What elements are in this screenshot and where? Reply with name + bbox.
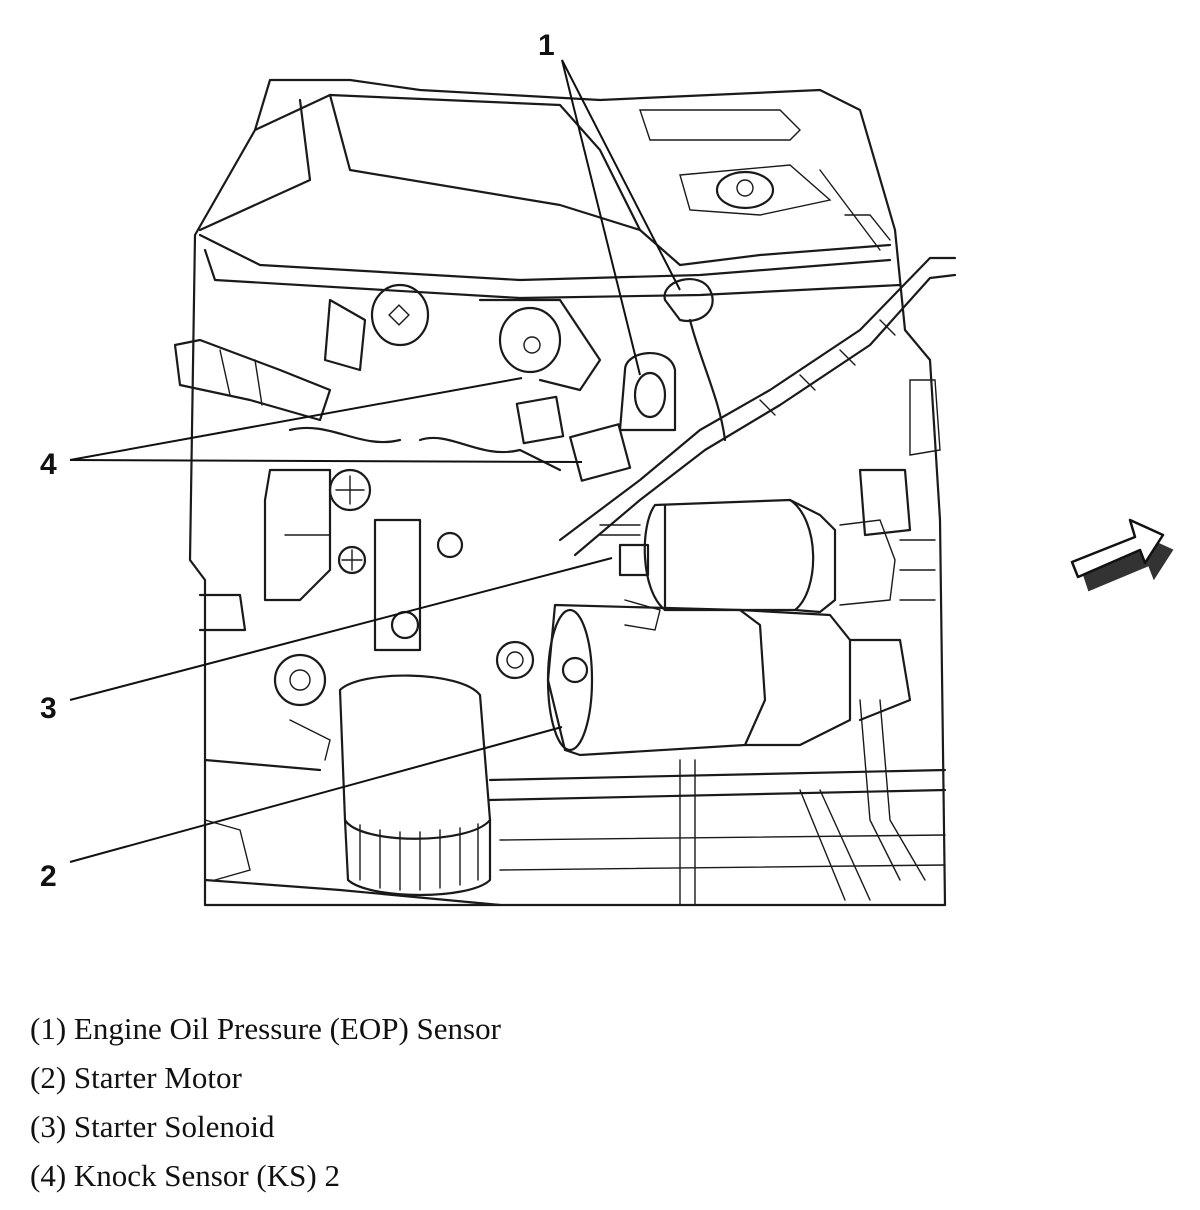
legend-item: (3) Starter Solenoid xyxy=(30,1109,275,1144)
leader-4-b xyxy=(69,459,583,463)
leader-4-a xyxy=(69,377,523,461)
engine-illustration xyxy=(173,78,957,907)
leader-1-a xyxy=(561,59,681,291)
leader-lines xyxy=(69,59,681,863)
callout-2: 2 xyxy=(40,860,57,893)
leader-1-b xyxy=(561,59,641,376)
engine-diagram: 1 2 3 4 xyxy=(40,29,1174,907)
callout-3: 3 xyxy=(40,692,57,725)
callout-1: 1 xyxy=(538,29,555,62)
legend-item: (1) Engine Oil Pressure (EOP) Sensor xyxy=(30,1011,501,1046)
legend-item: (4) Knock Sensor (KS) 2 xyxy=(30,1158,340,1193)
leader-3 xyxy=(69,557,613,701)
callout-4: 4 xyxy=(40,448,57,481)
leader-2 xyxy=(69,726,563,863)
arrow-right-up-icon xyxy=(1070,518,1174,592)
legend-item: (2) Starter Motor xyxy=(30,1060,242,1095)
legend: (1) Engine Oil Pressure (EOP) Sensor (2)… xyxy=(30,1004,730,1200)
